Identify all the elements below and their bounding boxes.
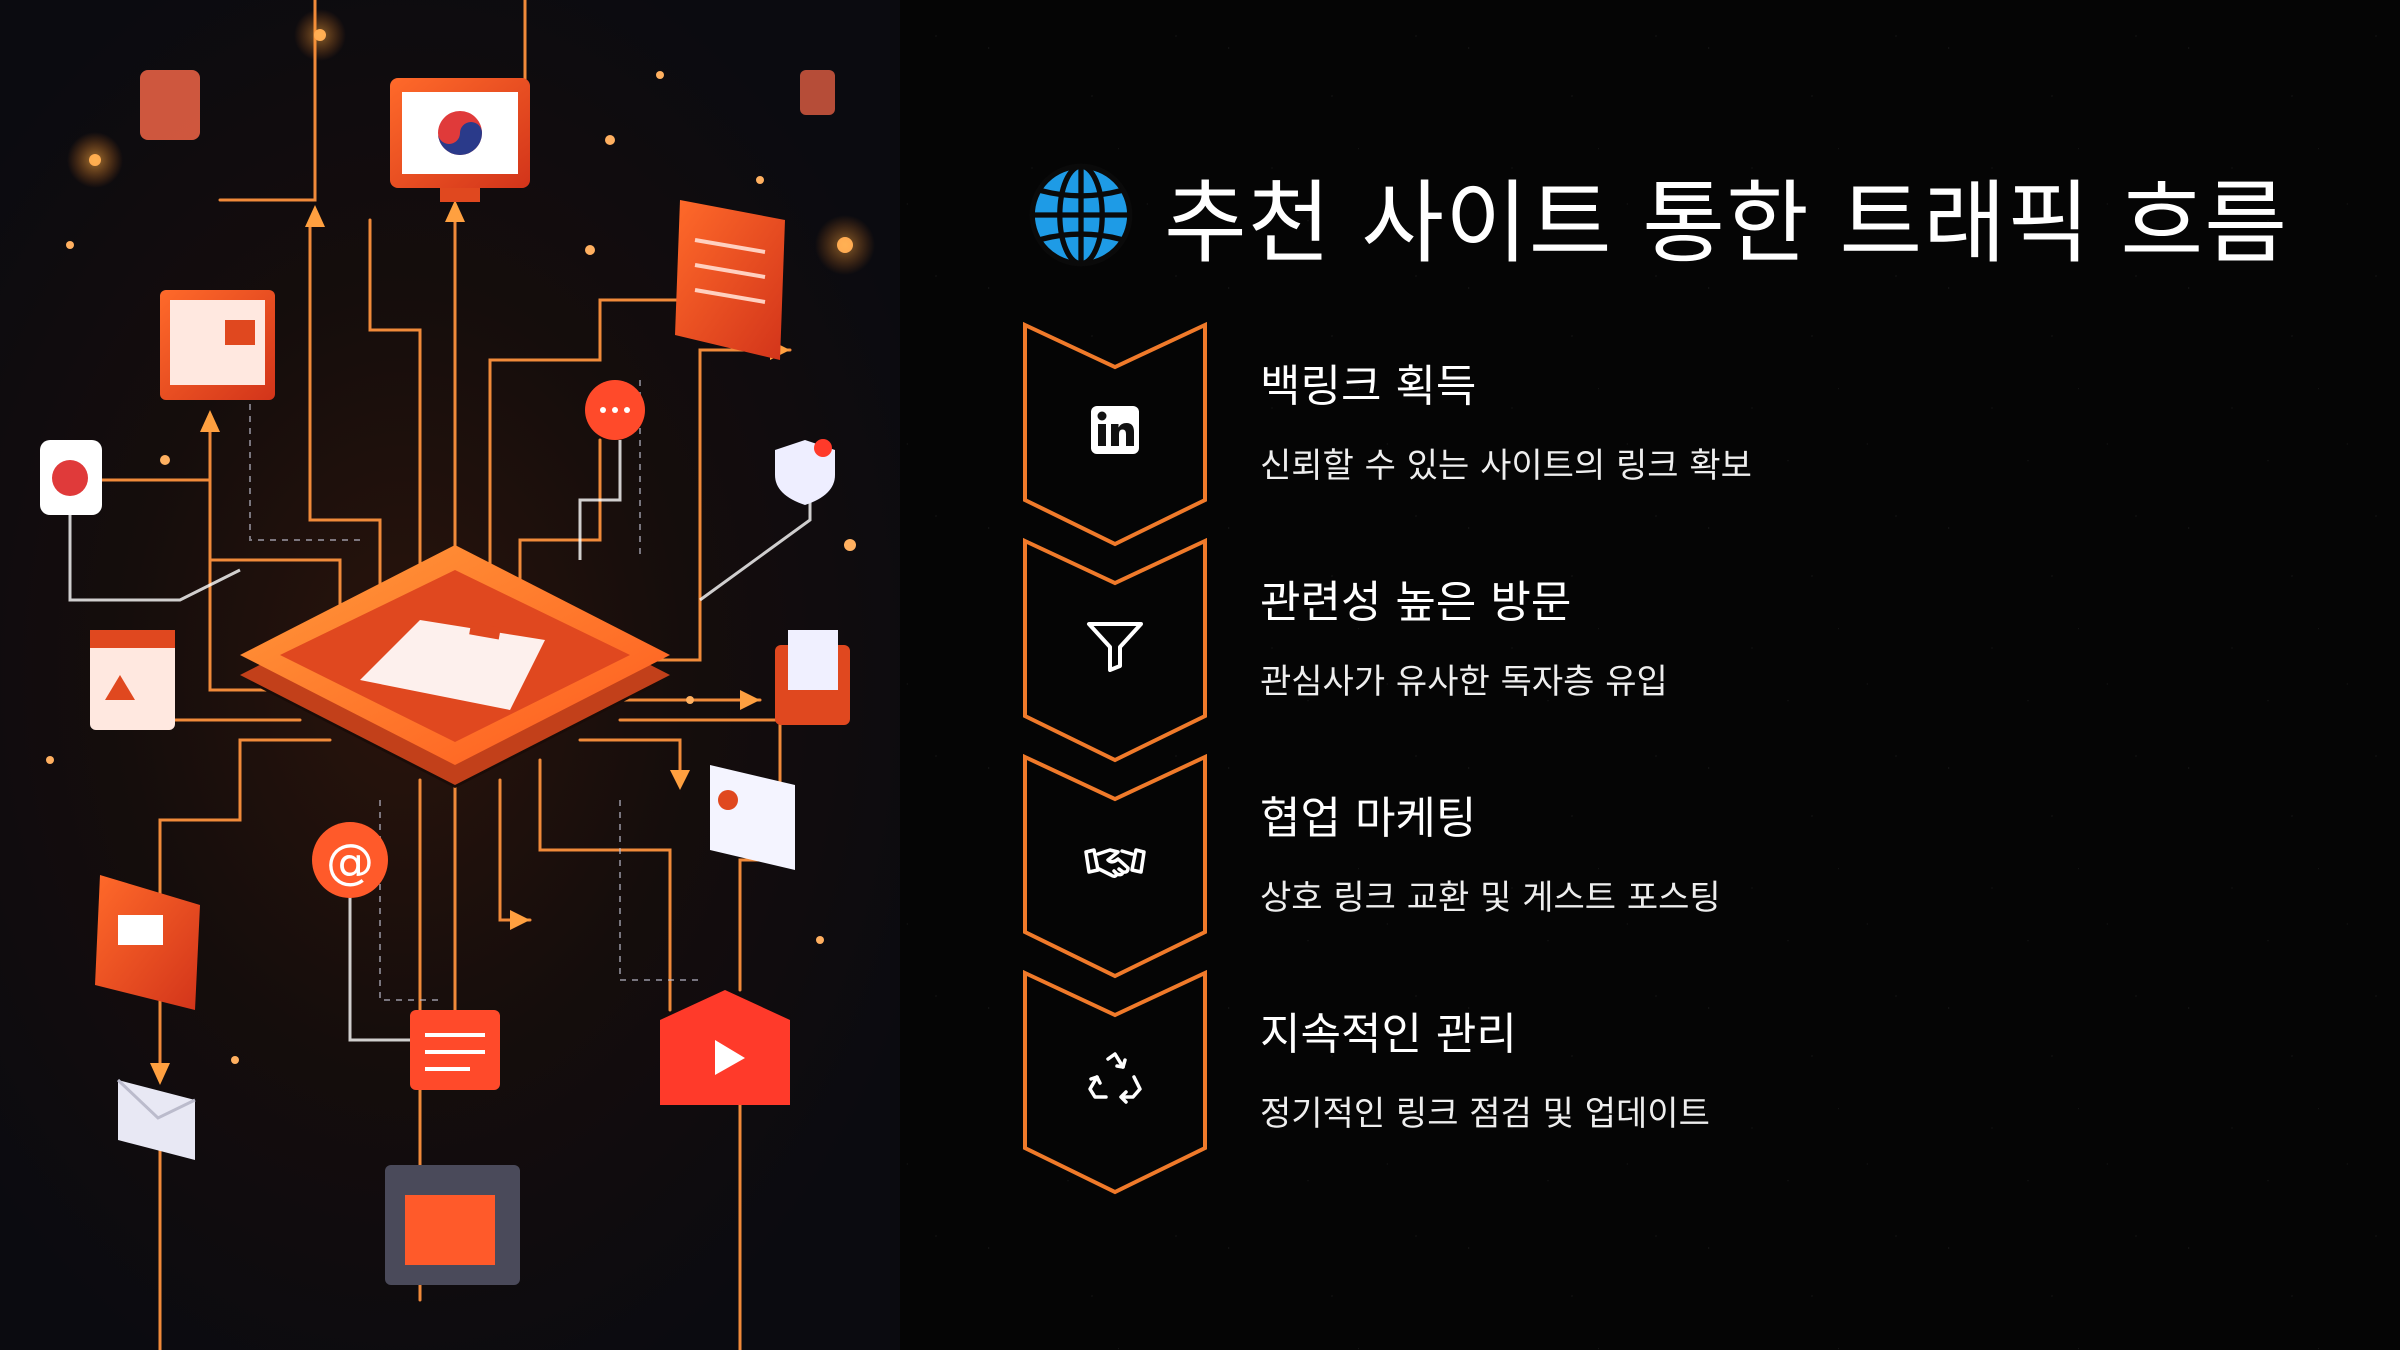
node-cards: @ (40, 70, 850, 1285)
step-item: 백링크 획득 신뢰할 수 있는 사이트의 링크 확보 (1022, 322, 2362, 548)
step-description: 정기적인 링크 점검 및 업데이트 (1260, 1094, 1710, 1134)
step-item: 지속적인 관리 정기적인 링크 점검 및 업데이트 (1022, 970, 2362, 1196)
network-diagram-graphic: @ (40, 0, 875, 1350)
step-title: 백링크 획득 (1260, 361, 1477, 412)
step-description: 관심사가 유사한 독자층 유입 (1260, 662, 1668, 702)
step-description: 신뢰할 수 있는 사이트의 링크 확보 (1260, 446, 1752, 486)
step-title: 관련성 높은 방문 (1260, 577, 1572, 628)
chevron-frame (1023, 970, 1207, 1195)
step-title: 지속적인 관리 (1260, 1009, 1517, 1060)
svg-text:@: @ (326, 834, 374, 890)
globe-icon (1029, 163, 1133, 267)
recycle-icon (1081, 1044, 1149, 1112)
chevron-frame (1023, 754, 1207, 979)
step-item: 협업 마케팅 상호 링크 교환 및 게스트 포스팅 (1022, 754, 2362, 980)
filter-icon (1081, 612, 1149, 680)
step-item: 관련성 높은 방문 관심사가 유사한 독자층 유입 (1022, 538, 2362, 764)
page-title-text: 추천 사이트 통한 트래픽 흐름 (1164, 171, 2289, 276)
handshake-icon (1081, 828, 1149, 896)
central-hub (240, 545, 670, 788)
chevron-frame (1023, 538, 1207, 763)
network-hub-illustration: @ (0, 0, 900, 1350)
page-title: 추천 사이트 통한 트래픽 흐름 (1028, 160, 2288, 276)
step-description: 상호 링크 교환 및 게스트 포스팅 (1260, 878, 1721, 918)
linkedin-icon (1081, 396, 1149, 464)
step-title: 협업 마케팅 (1260, 793, 1477, 844)
